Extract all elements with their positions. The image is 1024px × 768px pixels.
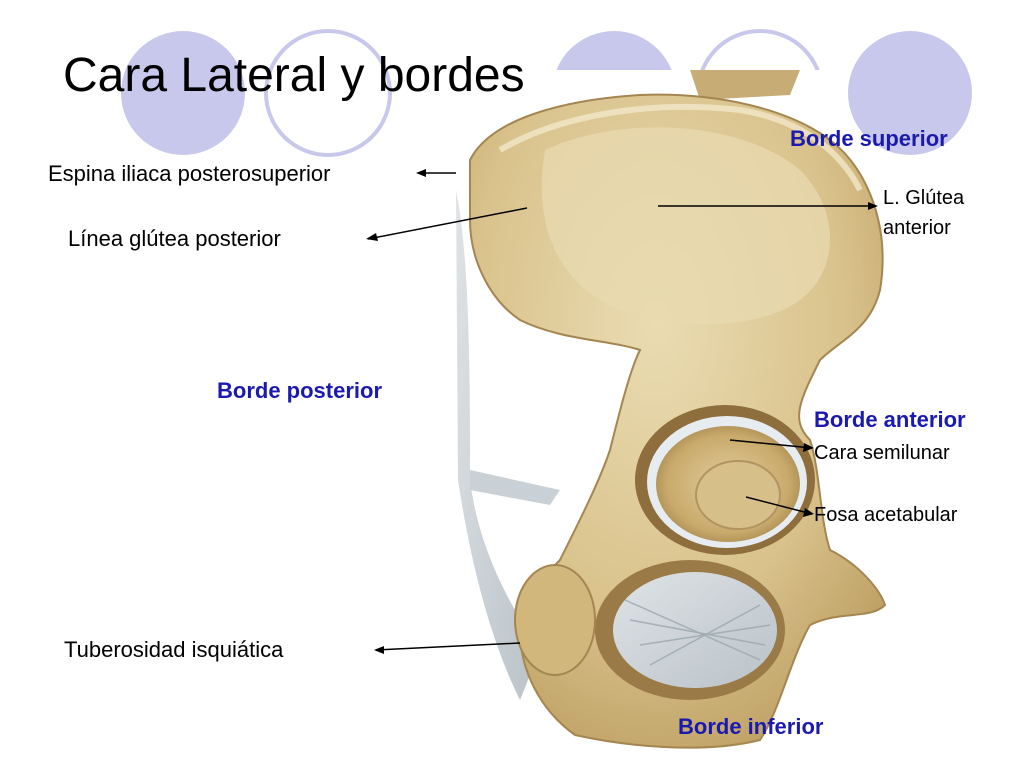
- pointer-fosa: [745, 496, 813, 515]
- arrowhead-fosa: [803, 508, 814, 517]
- label-tuberosidad-isquiatica: Tuberosidad isquiática: [64, 637, 284, 662]
- acetabular-fossa: [695, 460, 781, 530]
- decor-circle-filled-3: [848, 31, 972, 155]
- arrowhead-espina: [416, 169, 426, 177]
- arrowhead-tuberosidad: [374, 646, 384, 654]
- sacrum-fragment: [690, 70, 800, 100]
- posterior-ligaments: [456, 190, 540, 700]
- decor-circle-outline-1: [264, 29, 392, 157]
- label-borde-anterior: Borde anterior: [814, 407, 966, 432]
- gluteal-surface: [541, 127, 830, 324]
- pointer-arrowheads: [366, 169, 878, 654]
- label-cara-semilunar: Cara semilunar: [814, 442, 950, 464]
- pointer-linea-posterior: [367, 207, 528, 240]
- label-fosa-acetabular: Fosa acetabular: [814, 504, 958, 526]
- label-linea-glutea-anterior-1: L. Glútea: [883, 187, 965, 209]
- arrowhead-linea-posterior: [366, 233, 378, 241]
- label-borde-inferior: Borde inferior: [678, 714, 824, 739]
- iliac-crest: [498, 103, 863, 192]
- pointer-tuberosidad: [375, 642, 521, 651]
- ischial-tuberosity: [514, 564, 596, 676]
- pointer-cara-semilunar: [729, 439, 813, 449]
- label-borde-superior: Borde superior: [790, 126, 948, 151]
- label-linea-glutea-anterior-2: anterior: [883, 217, 951, 239]
- pointer-lines: [367, 172, 876, 651]
- obturator-membrane: [613, 572, 777, 688]
- slide-title: Cara Lateral y bordes: [63, 49, 525, 102]
- label-espina-iliaca: Espina iliaca posterosuperior: [48, 161, 331, 186]
- arrowhead-cara-semilunar: [803, 443, 814, 452]
- decor-circle-filled-1: [121, 31, 245, 155]
- membrane-fibers: [624, 599, 771, 666]
- sacrospinous-ligament: [470, 470, 560, 505]
- label-linea-glutea-posterior: Línea glútea posterior: [68, 226, 281, 251]
- label-borde-posterior: Borde posterior: [217, 378, 383, 403]
- arrowhead-linea-anterior: [868, 202, 878, 210]
